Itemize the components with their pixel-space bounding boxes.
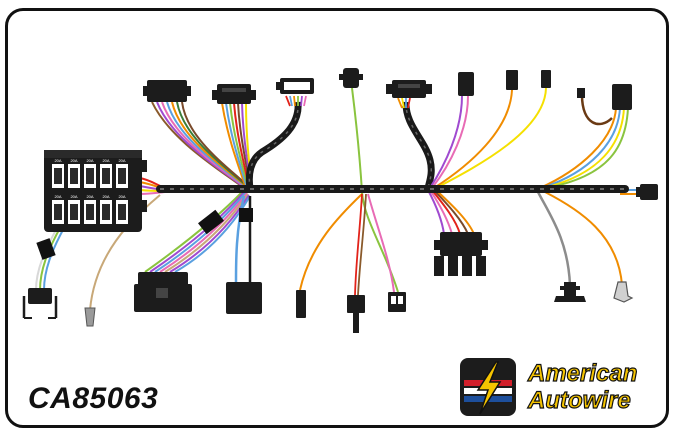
fuse-block-icon: 20A 20A 20A 20A 20A 20A 20A 20A 20A 20A [44, 150, 147, 232]
connector-icon-top-1 [143, 80, 191, 102]
fuse-slot [102, 168, 110, 184]
yellow-wire-7 [435, 87, 547, 189]
bulb-socket-icon [554, 282, 586, 302]
part-number: CA85063 [28, 382, 159, 415]
tan-terminal-icon [84, 307, 96, 327]
top-connector-5-wires [429, 95, 469, 189]
top-connector-4-wires [397, 97, 411, 109]
orange-right-wire [544, 191, 623, 286]
orange-wire-6 [433, 89, 513, 189]
connector-icon-top-4 [386, 80, 432, 98]
fuse-label: 20A [70, 158, 77, 163]
connector-icon-top-7 [541, 70, 551, 88]
connector-icon-lower-4 [347, 295, 365, 333]
hook-terminal-icon [613, 281, 634, 303]
heat-shrink-sleeve-3 [239, 208, 253, 222]
top-connector-1-wires [151, 101, 251, 189]
fuse-slot [54, 168, 62, 184]
connector-icon-right-end [636, 184, 658, 200]
brown-loop-wire [580, 94, 613, 126]
fuse-slot [102, 204, 110, 220]
heat-shrink-sleeve-2 [198, 209, 224, 235]
fuse-label: 20A [118, 158, 125, 163]
fuse-block-lower-wires [35, 227, 65, 291]
connector-icon-lower-2 [226, 282, 262, 314]
fuse-slot [118, 168, 126, 184]
connector-icon-top-5 [458, 72, 474, 96]
lower-connector-1-wires [144, 189, 251, 273]
connector-icon-top-2 [212, 84, 256, 104]
lightning-bolt-icon [460, 358, 516, 416]
fuse-slot [118, 204, 126, 220]
connector-icon-top-8 [612, 84, 632, 110]
twisted-loom-right [402, 101, 435, 189]
connector-icon-lower-3 [296, 290, 306, 318]
connector-icon-small-brown [577, 88, 585, 98]
fuse-label: 20A [102, 158, 109, 163]
center-lower-wires [354, 193, 367, 296]
fuse-label: 20A [118, 194, 125, 199]
orange-lower-wire [299, 193, 363, 291]
fuse-label: 20A [86, 158, 93, 163]
connector-icon-lower-multi [434, 232, 488, 276]
fuse-label: 20A [54, 158, 61, 163]
pink-green-wires [367, 193, 395, 293]
fuse-slot [54, 204, 62, 220]
plug-icon-top [339, 68, 363, 88]
top-connector-8-wires [539, 107, 629, 189]
fuse-label: 20A [86, 194, 93, 199]
fuse-label: 20A [70, 194, 77, 199]
heat-shrink-sleeve [36, 238, 56, 260]
brand-line-2: Autowire [527, 387, 631, 414]
lower-connector-3-wires [427, 189, 475, 235]
connector-icon-lower-1 [134, 272, 192, 312]
tan-wire [89, 194, 161, 311]
fuse-slot [70, 204, 78, 220]
fuse-slot [86, 168, 94, 184]
connector-icon-lower-5 [388, 292, 406, 312]
top-connector-3-wires [285, 95, 307, 107]
fuse-label: 20A [54, 194, 61, 199]
fuse-slot [86, 204, 94, 220]
fuse-label: 20A [102, 194, 109, 199]
connector-icon-top-6 [506, 70, 518, 90]
lower-connector-2-wires [234, 195, 252, 283]
connector-icon-top-3 [276, 78, 314, 94]
brand-line-1: American [527, 360, 638, 387]
american-autowire-logo: American Autowire [458, 356, 668, 420]
twisted-loom-top [245, 101, 302, 189]
grey-wire [536, 191, 572, 286]
fuse-slot [70, 168, 78, 184]
connector-icon-lower-left [22, 288, 58, 319]
